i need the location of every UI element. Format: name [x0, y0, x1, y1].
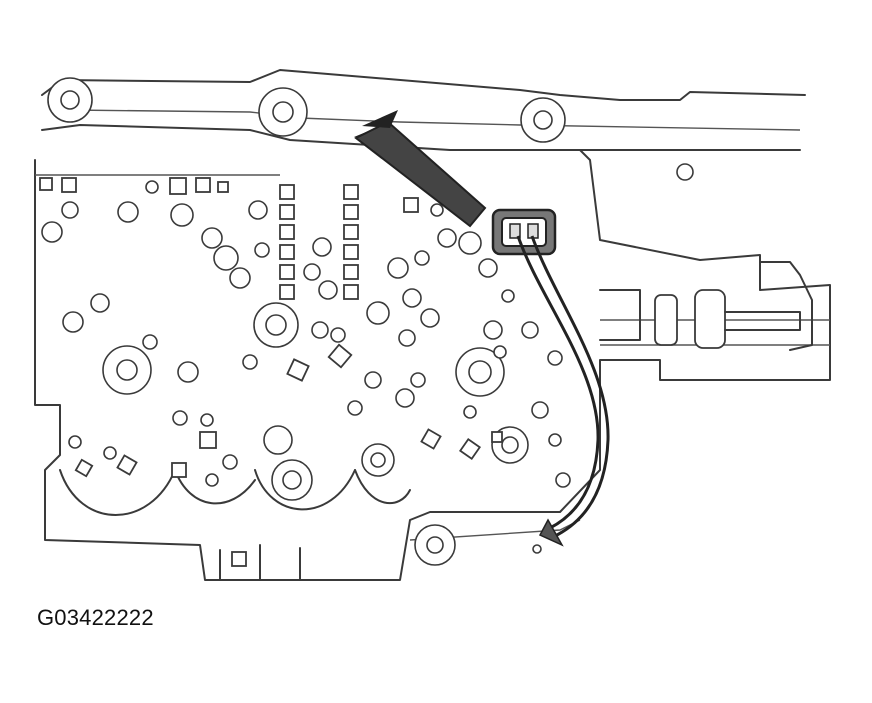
valve-body-figure — [34, 69, 831, 581]
fluid-passages — [41, 180, 571, 554]
figure-code-label: G03422222 — [37, 605, 154, 630]
wire-harness — [516, 235, 610, 547]
pointer-arrow-icon — [354, 110, 487, 228]
valve-body-drawing — [34, 69, 831, 581]
valve-body-outline — [34, 69, 831, 581]
electrical-connector — [491, 208, 557, 256]
passage-squares — [39, 177, 503, 567]
bolt-bosses — [47, 77, 694, 566]
